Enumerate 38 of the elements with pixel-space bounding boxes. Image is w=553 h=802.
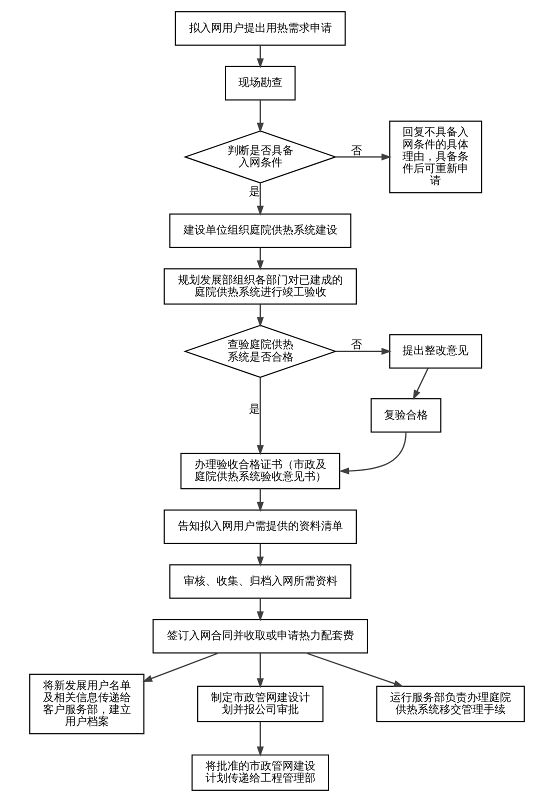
edge-label: 否 (350, 338, 362, 352)
arrow (256, 378, 264, 456)
edge-label: 是 (248, 402, 260, 416)
node-box: 制定市政管网建设计划并报公司审批 (196, 686, 323, 722)
arrow (256, 653, 264, 688)
node-box: 建设单位组织庭院供热系统建设 (168, 213, 351, 248)
arrow (256, 722, 264, 757)
node-box: 审核、收集、归档入网所需资料 (168, 564, 351, 599)
edge-label: 否 (350, 144, 362, 157)
arrow (335, 348, 392, 355)
node-box: 规划发展部组织各部门对已建成的庭院供热系统进行竣工验收 (163, 268, 356, 305)
node-box: 复验合格 (370, 398, 441, 433)
node-diamond: 判断是否具备入网条件 (182, 130, 337, 184)
arrow (335, 153, 392, 160)
node-box: 办理验收合格证书（市政及庭院供热系统验收意见书） (180, 452, 340, 490)
node-box: 运行服务部负责办理庭院供热系统移交管理手续 (376, 686, 524, 722)
arrow (256, 304, 264, 328)
edge-label: 是 (248, 185, 260, 198)
node-box: 将批准的市政管网建设计划传递给工程管理部 (191, 754, 329, 791)
node-box: 回复不具备入网条件的具体理由，具备条件后可重新申请 (388, 120, 482, 194)
arrow (305, 652, 404, 687)
arrow (338, 432, 406, 474)
arrow (142, 652, 218, 682)
arrow (256, 183, 264, 216)
node-box: 拟入网用户提出用热需求申请 (174, 11, 346, 46)
arrow (256, 544, 264, 567)
arrow (256, 488, 264, 512)
node-box: 将新发展用户名单及相关信息传递给客户服务部，建立用户档案 (28, 674, 144, 734)
arrow (256, 45, 264, 68)
arrow (256, 248, 264, 270)
node-box: 签订入网合同并收取或申请热力配套费 (152, 618, 368, 654)
node-box: 现场勘查 (224, 66, 296, 100)
arrow (256, 100, 264, 133)
node-box: 告知拟入网用户需提供的资料清单 (163, 509, 356, 544)
node-box: 提出整改意见 (388, 334, 482, 369)
arrow (412, 368, 428, 400)
arrow (256, 598, 264, 622)
node-diamond: 查验庭院供热系统是否合格 (182, 324, 337, 378)
